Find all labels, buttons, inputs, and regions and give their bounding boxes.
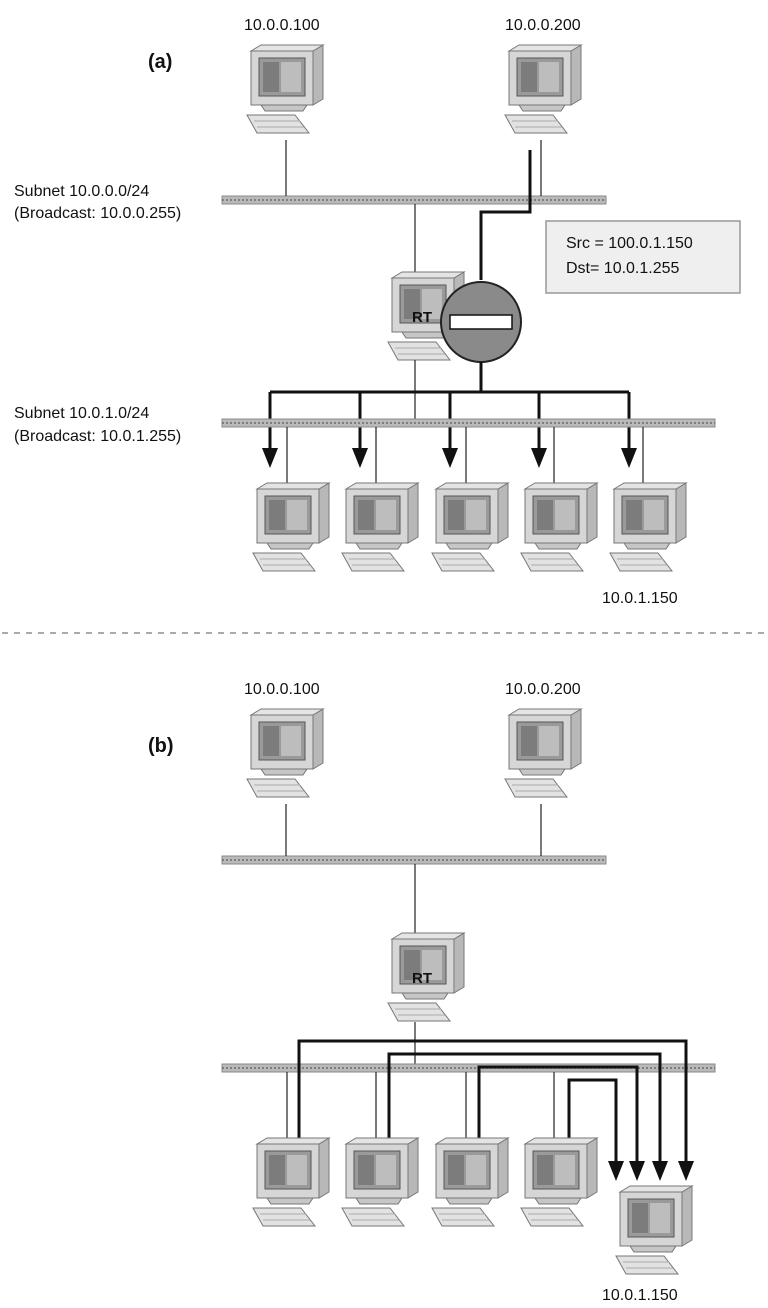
- host-label-b-top-left: 10.0.0.100: [244, 681, 320, 698]
- packet-src: Src = 100.0.1.150: [566, 235, 693, 252]
- host-10-0-0-100: [246, 44, 324, 134]
- reply-path-4: [567, 1078, 618, 1163]
- reply-arrow-3: [629, 1161, 645, 1181]
- panel-b-tag: (b): [148, 735, 174, 757]
- host-label-top-right: 10.0.0.200: [505, 17, 581, 34]
- blocked-directed-broadcast-icon: [440, 281, 522, 363]
- reply-arrow-2: [652, 1161, 668, 1181]
- victim-host: [609, 482, 687, 572]
- broadcast-label-bottom: (Broadcast: 10.0.1.255): [14, 428, 181, 445]
- arrow-to-host-1: [262, 448, 278, 468]
- arrow-to-host-2: [352, 448, 368, 468]
- arrow-to-host-5: [621, 448, 637, 468]
- reply-path-1: [297, 1039, 688, 1163]
- reply-arrow-1: [678, 1161, 694, 1181]
- host-b-10-0-0-200: [504, 708, 582, 798]
- packet-info-box: [545, 220, 741, 294]
- router-b-label: RT: [412, 970, 432, 987]
- reply-path-3: [477, 1065, 639, 1163]
- victim-b-label: 10.0.1.150: [602, 1287, 678, 1304]
- reply-paths: [297, 1039, 688, 1163]
- subnet-b-host-2: [341, 1137, 419, 1227]
- victim-label: 10.0.1.150: [602, 590, 678, 607]
- arrow-to-host-3: [442, 448, 458, 468]
- subnet-label-top: Subnet 10.0.0.0/24: [14, 183, 149, 200]
- subnet-b-host-4: [520, 1137, 598, 1227]
- subnet-host-2: [341, 482, 419, 572]
- host-label-top-left: 10.0.0.100: [244, 17, 320, 34]
- broadcast-label-top: (Broadcast: 10.0.0.255): [14, 205, 181, 222]
- spoofed-packet-path: [479, 150, 532, 280]
- subnet-host-4: [520, 482, 598, 572]
- victim-b-host: [615, 1185, 693, 1275]
- host-b-10-0-0-100: [246, 708, 324, 798]
- router-label: RT: [412, 309, 432, 326]
- reply-path-2: [387, 1052, 662, 1163]
- host-label-b-top-right: 10.0.0.200: [505, 681, 581, 698]
- arrow-to-host-4: [531, 448, 547, 468]
- panel-a-tag: (a): [148, 51, 172, 73]
- subnet-host-3: [431, 482, 509, 572]
- host-10-0-0-200: [504, 44, 582, 134]
- packet-dst: Dst= 10.0.1.255: [566, 260, 680, 277]
- subnet-label-bottom: Subnet 10.0.1.0/24: [14, 405, 149, 422]
- subnet-b-host-3: [431, 1137, 509, 1227]
- subnet-host-1: [252, 482, 330, 572]
- reply-arrow-4: [608, 1161, 624, 1181]
- subnet-b-host-1: [252, 1137, 330, 1227]
